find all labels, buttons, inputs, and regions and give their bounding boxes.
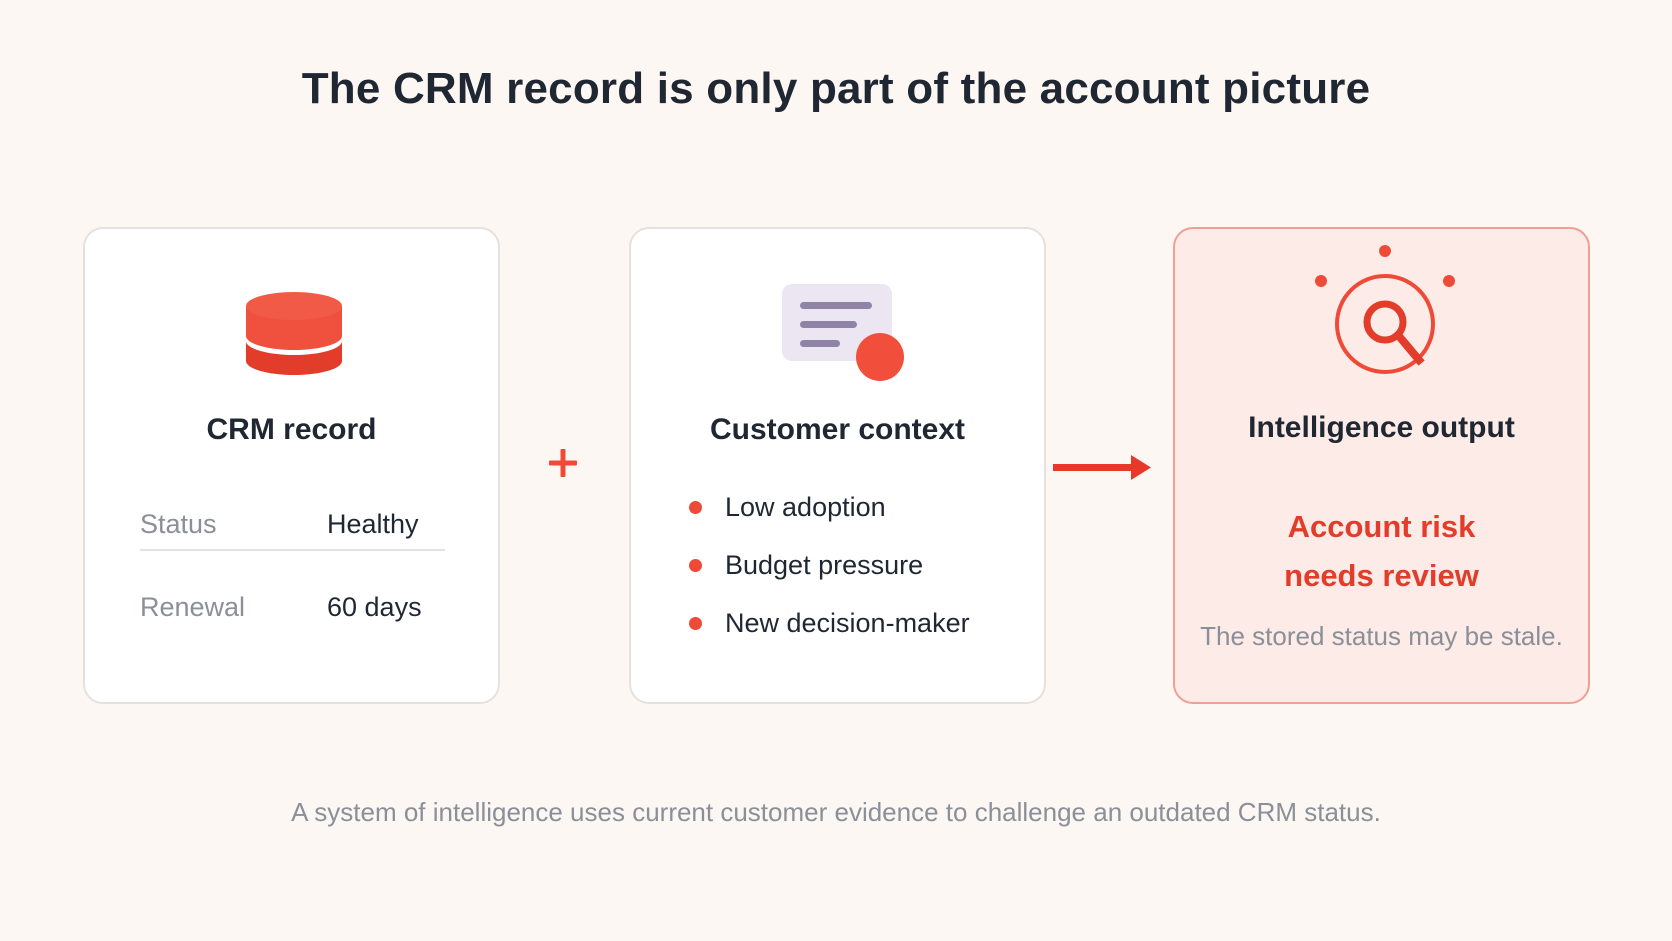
database-icon [244,289,344,394]
list-item-label: Budget pressure [725,550,924,580]
arrow-right-icon [1053,452,1153,487]
risk-headline: Account risk needs review [1175,502,1588,600]
context-list: Low adoption Budget pressure New decisio… [689,491,970,665]
list-item: Low adoption [689,491,970,549]
renewal-row: Renewal 60 days [140,584,445,634]
field-label: Renewal [140,592,246,622]
list-item-label: Low adoption [725,492,886,522]
status-row: Status Healthy [140,501,445,551]
bullet-dot-icon [689,617,702,630]
plus-icon [548,448,578,483]
insight-search-icon [1305,244,1465,389]
crm-record-card: CRM record Status Healthy Renewal 60 day… [83,227,500,704]
output-note: The stored status may be stale. [1200,621,1563,651]
customer-context-card: Customer context Low adoption Budget pre… [629,227,1046,704]
list-item: New decision-maker [689,607,970,665]
bullet-dot-icon [689,501,702,514]
field-value: Healthy [327,509,419,539]
page-title: The CRM record is only part of the accou… [301,64,1371,113]
intelligence-output-card: Intelligence output Account risk needs r… [1173,227,1590,704]
list-item: Budget pressure [689,549,970,607]
risk-headline-line: Account risk [1287,509,1476,544]
list-item-label: New decision-maker [725,608,970,638]
risk-headline-line: needs review [1284,558,1479,593]
card-heading: CRM record [206,413,377,446]
bullet-dot-icon [689,559,702,572]
document-icon [782,284,907,389]
field-value: 60 days [327,592,422,622]
field-label: Status [140,509,217,539]
diagram-caption: A system of intelligence uses current cu… [291,797,1381,827]
card-heading: Intelligence output [1248,411,1515,444]
card-heading: Customer context [709,413,966,446]
